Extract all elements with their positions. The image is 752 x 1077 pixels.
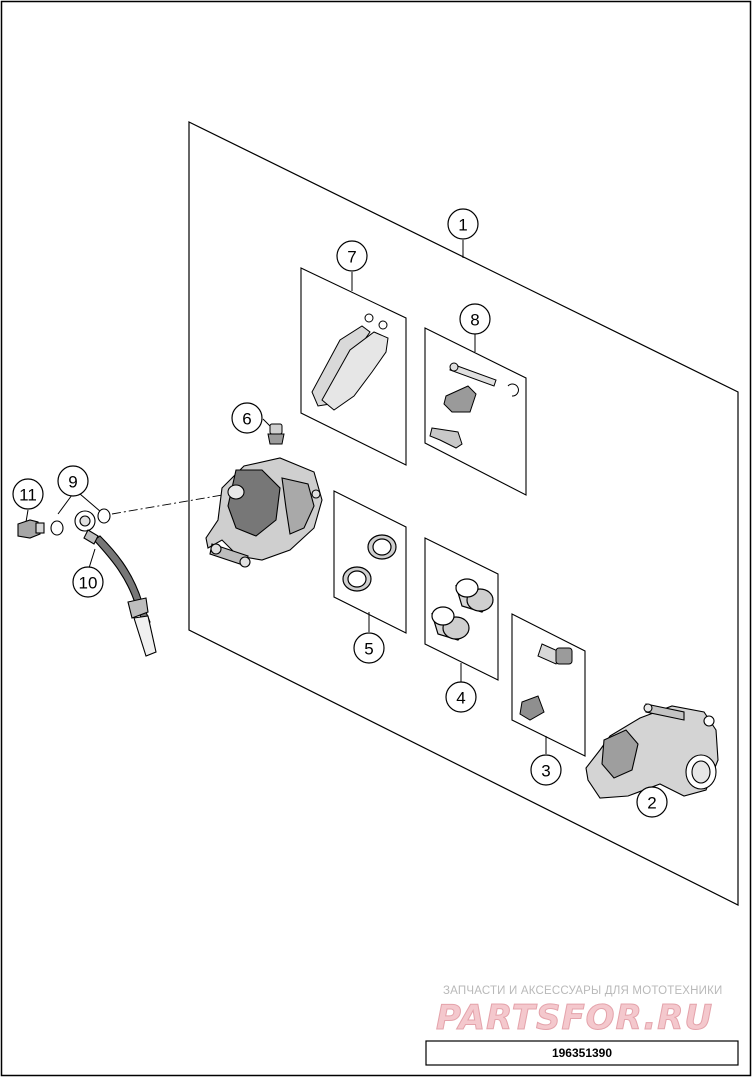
callout-label: 10: [79, 574, 98, 593]
callout-10: 10: [72, 566, 104, 598]
callout-layer: 1 2 3 4 5 6 7 8 9 10 11: [12, 208, 668, 818]
callout-2: 2: [636, 786, 668, 818]
callout-7: 7: [336, 240, 368, 272]
pistons: [431, 578, 494, 641]
callout-circle: [447, 208, 479, 240]
caliper-carrier: [585, 703, 719, 799]
callout-circle: [530, 754, 562, 786]
callout-circle: [459, 303, 491, 335]
callout-circle: [636, 786, 668, 818]
caliper-bolts: [519, 643, 573, 721]
callout-label: 5: [364, 640, 373, 659]
bleeder-valve: [267, 423, 285, 445]
callout-label: 2: [647, 794, 656, 813]
callout-9: 9: [57, 465, 89, 497]
callout-circle: [353, 632, 385, 664]
callout-4: 4: [445, 681, 477, 713]
document-number-box: [425, 1040, 739, 1066]
callout-8: 8: [459, 303, 491, 335]
callout-label: 9: [68, 473, 77, 492]
callout-label: 3: [541, 762, 550, 781]
alignment-line: [111, 493, 229, 515]
callout-circle: [57, 465, 89, 497]
piston-seals: [342, 534, 397, 592]
callout-label: 1: [458, 216, 467, 235]
washers-and-bolt: [17, 508, 111, 539]
watermark-tagline: ЗАПЧАСТИ И АКСЕССУАРЫ ДЛЯ МОТОТЕХНИКИ: [443, 985, 723, 997]
brake-caliper: [205, 457, 323, 568]
callout-circle: [336, 240, 368, 272]
watermark-brand: PARTSFOR.RU: [436, 998, 713, 1038]
document-number: 196351390: [552, 1046, 612, 1060]
callout-circle: [445, 681, 477, 713]
callout-label: 7: [347, 248, 356, 267]
brake-line: [74, 510, 157, 657]
callout-label: 6: [242, 410, 251, 429]
brake-pads: [311, 313, 389, 411]
callout-label: 8: [470, 311, 479, 330]
callout-label: 11: [19, 486, 37, 505]
piston-kit-panel: [424, 537, 499, 681]
callout-1: 1: [447, 208, 479, 240]
callout-11: 11: [12, 478, 44, 510]
callout-circle: [12, 478, 44, 510]
callout-circle: [231, 402, 263, 434]
callout-label: 4: [456, 689, 465, 708]
pin-kit-parts: [429, 362, 519, 449]
callout-6: 6: [231, 402, 263, 434]
callout-5: 5: [353, 632, 385, 664]
callout-3: 3: [530, 754, 562, 786]
seal-kit-panel: [333, 490, 407, 634]
callout-circle: [72, 566, 104, 598]
